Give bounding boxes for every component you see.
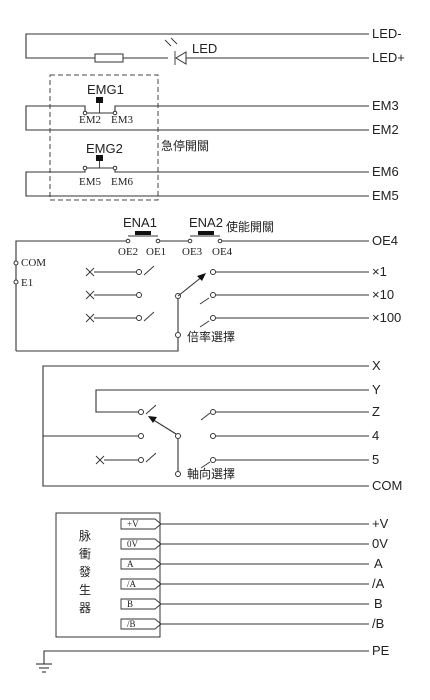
protective-earth: PE: [36, 643, 390, 673]
terminal-com: COM: [372, 478, 402, 493]
generator-pin-a: A: [127, 559, 134, 569]
side-com-label: COM: [21, 257, 46, 269]
terminal-b: B: [374, 596, 383, 611]
emg1-left-pin: EM2: [79, 114, 101, 126]
terminal-em5: EM5: [372, 188, 399, 203]
axis-label: 軸向選擇: [187, 466, 235, 481]
led-section: LED LED- LED+: [25, 26, 405, 65]
led-diode-symbol: [164, 37, 187, 65]
terminal-x1: ×1: [372, 264, 387, 279]
emergency-stop-section: EMG1 EM2 EM3 EMG2 EM5 EM6 急停開關 EM3 EM2 E…: [25, 74, 399, 203]
multiplier-selector: COM E1 倍率選擇 ×1 ×1: [13, 257, 401, 352]
ena1-left-pin: OE2: [118, 246, 138, 258]
terminal-led-minus: LED-: [372, 26, 402, 41]
pulse-generator: 脉 衝 發 生 器 +V 0V A /A B: [55, 512, 389, 638]
terminal-em6: EM6: [372, 164, 399, 179]
pulse-generator-box: [55, 512, 161, 638]
emergency-switch-box: [49, 74, 159, 201]
generator-output-a-bar: /A: [120, 578, 369, 590]
generator-output-b: B: [120, 598, 369, 610]
terminal-y: Y: [372, 382, 381, 397]
led-label: LED: [192, 41, 217, 56]
generator-char-5: 器: [79, 601, 91, 615]
terminal-x10: ×10: [372, 287, 394, 302]
terminal-x: X: [372, 358, 381, 373]
emg1-label: EMG1: [87, 82, 124, 97]
generator-output-0v: 0V: [120, 538, 369, 550]
terminal-em3: EM3: [372, 98, 399, 113]
ena1-right-pin: OE1: [146, 246, 166, 258]
emergency-switch-label: 急停開關: [161, 138, 209, 153]
terminal-oe4: OE4: [372, 233, 398, 248]
terminal-led-plus: LED+: [372, 50, 405, 65]
ground-icon: [36, 663, 52, 673]
multiplier-label: 倍率選擇: [187, 329, 235, 344]
ena1-label: ENA1: [123, 215, 157, 230]
generator-pin-plus-v: +V: [127, 519, 139, 529]
generator-pin-b-bar: /B: [127, 619, 136, 629]
generator-char-2: 衝: [79, 547, 91, 561]
axis-selector: 軸向選擇 X Y Z 4 5 COM: [42, 358, 402, 493]
ena2-label: ENA2: [189, 215, 223, 230]
terminal-b-bar: /B: [372, 616, 384, 631]
generator-output-a: A: [120, 558, 369, 570]
terminal-z: Z: [372, 404, 380, 419]
generator-output-b-bar: /B: [120, 618, 369, 630]
emg1-right-pin: EM3: [111, 114, 134, 126]
generator-pin-b: B: [127, 599, 133, 609]
terminal-5: 5: [372, 452, 379, 467]
generator-char-1: 脉: [79, 528, 91, 543]
led-resistor: [94, 53, 124, 63]
ena2-left-pin: OE3: [182, 246, 203, 258]
enable-switch-label: 使能開關: [226, 219, 274, 234]
enable-switch-section: ENA1 ENA2 使能開關 OE2 OE1 OE3 OE4 OE4: [15, 215, 398, 351]
generator-pin-0v: 0V: [127, 539, 139, 549]
terminal-a: A: [374, 556, 383, 571]
generator-char-4: 生: [79, 583, 91, 597]
terminal-0v: 0V: [372, 536, 388, 551]
generator-pin-a-bar: /A: [127, 579, 137, 589]
emg2-right-pin: EM6: [111, 176, 134, 188]
terminal-em2: EM2: [372, 122, 399, 137]
terminal-a-bar: /A: [372, 576, 385, 591]
emg2-label: EMG2: [86, 141, 123, 156]
multiplier-dead-contacts: [85, 265, 155, 323]
terminal-x100: ×100: [372, 310, 401, 325]
side-e1-label: E1: [21, 277, 33, 289]
generator-char-3: 發: [79, 564, 91, 579]
emg2-left-pin: EM5: [79, 176, 102, 188]
terminal-plus-v: +V: [372, 516, 389, 531]
terminal-pe: PE: [372, 643, 390, 658]
ena2-right-pin: OE4: [212, 246, 233, 258]
terminal-4: 4: [372, 428, 379, 443]
generator-output-plus-v: +V: [120, 518, 369, 530]
